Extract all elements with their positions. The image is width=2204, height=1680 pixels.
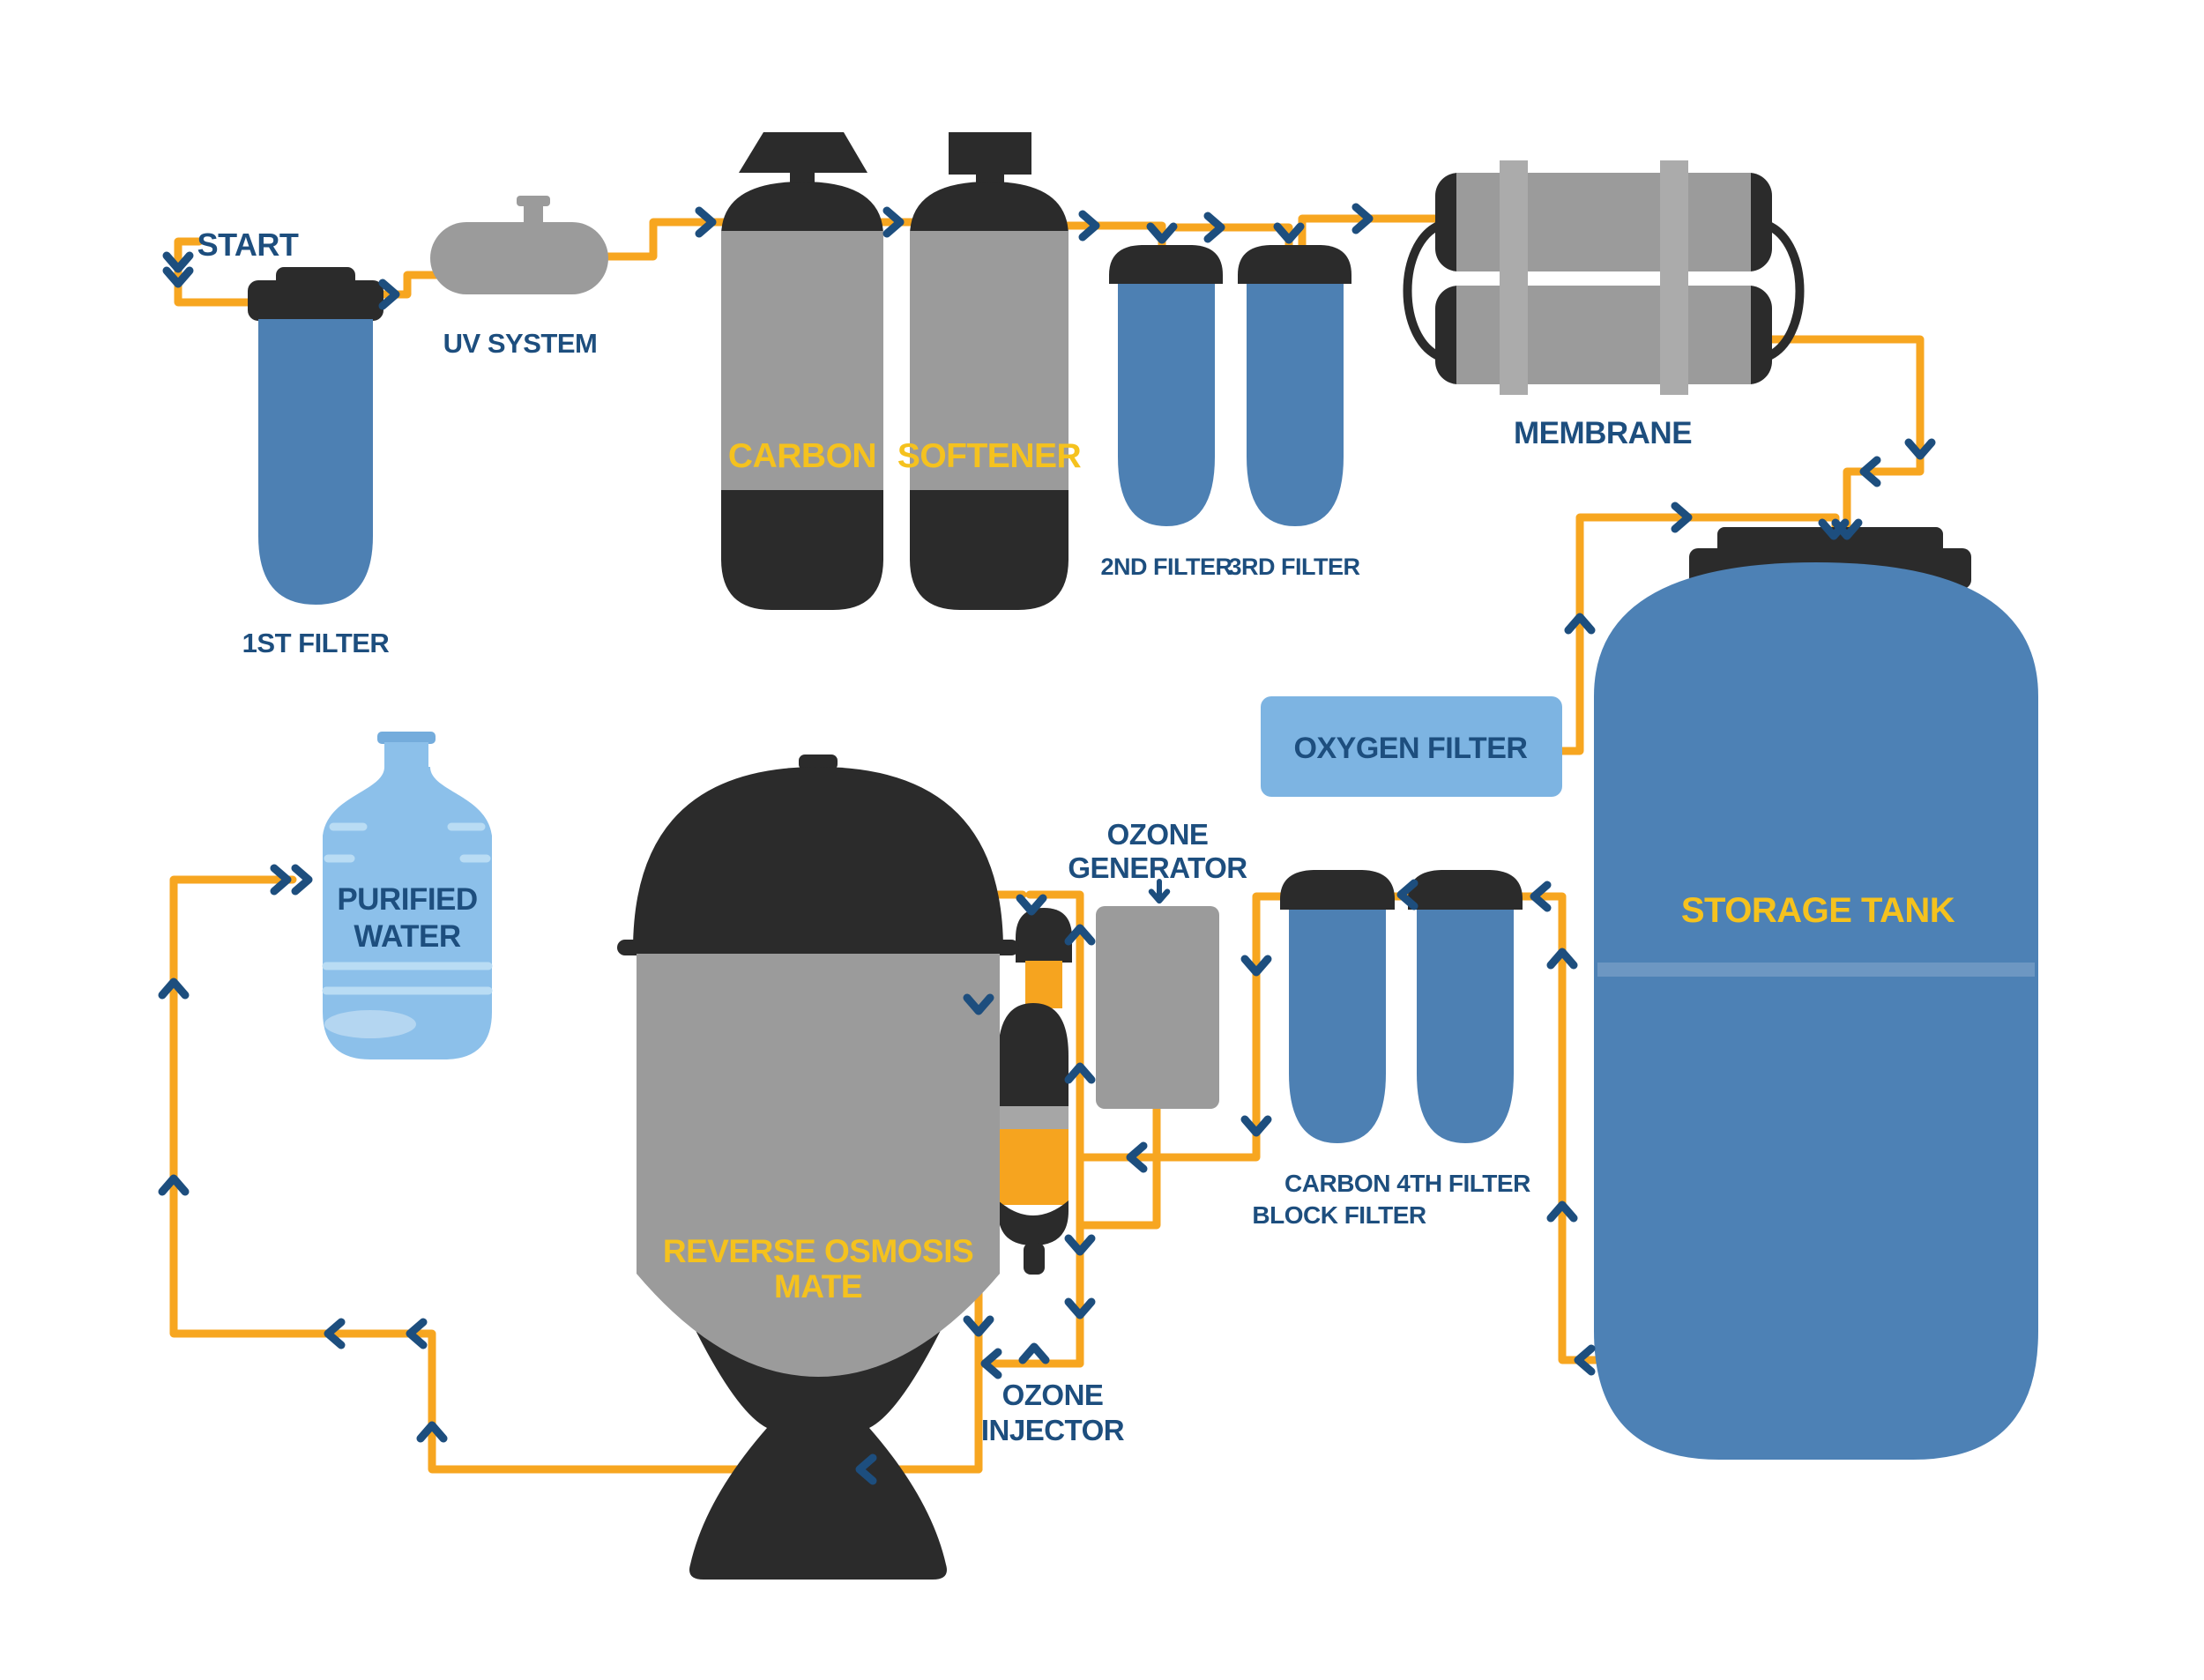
ozone-generator-box <box>1096 906 1219 1109</box>
bottle-highlight <box>324 1010 416 1038</box>
first-filter <box>248 267 383 605</box>
ro-dome-rim <box>617 940 1019 955</box>
softener-cap <box>949 132 1031 175</box>
carbon-body <box>721 231 883 494</box>
injector-bottom-stem <box>1024 1243 1045 1275</box>
softener-tank <box>910 132 1068 610</box>
purified-water-bottle <box>322 732 493 1059</box>
second-filter <box>1109 245 1223 526</box>
reverse-osmosis-label-1: REVERSE OSMOSIS <box>663 1233 973 1269</box>
carbon-block-filter <box>1280 870 1395 1143</box>
first-filter-cap <box>248 280 383 321</box>
uv-system-label: UV SYSTEM <box>443 328 598 359</box>
second-filter-cap <box>1109 245 1223 284</box>
pipe-injector-riser <box>1025 890 1084 1368</box>
bottle-lip <box>377 732 436 744</box>
pipe-second-to-third-filter <box>1172 223 1293 256</box>
carbon-label: CARBON <box>728 437 876 475</box>
fourth-filter-cap <box>1408 870 1523 910</box>
ozone-injector-label-2: INJECTOR <box>981 1414 1125 1446</box>
injector-band <box>998 1106 1068 1131</box>
softener-label: SOFTENER <box>897 437 1082 475</box>
softener-base <box>910 490 1068 610</box>
fourth-filter <box>1408 870 1523 1143</box>
oxygen-filter-box <box>1261 696 1562 797</box>
carbon-block-filter-cap <box>1280 870 1395 910</box>
ro-top-nub <box>799 755 838 770</box>
reverse-osmosis-label-2: MATE <box>774 1268 862 1305</box>
injector-body-bottom <box>998 1201 1068 1245</box>
first-filter-label: 1ST FILTER <box>242 628 390 658</box>
storage-tank-body <box>1594 562 2038 1460</box>
pipe-membrane-to-storage-tank <box>1759 335 1925 547</box>
reverse-osmosis-tank <box>617 755 1019 1580</box>
membrane-strap-left <box>1500 160 1528 395</box>
ozone-generator-label-2: GENERATOR <box>1068 851 1247 884</box>
softener-dome <box>910 182 1068 238</box>
injector-chamber <box>998 1129 1068 1205</box>
membrane-bracket-right <box>1762 220 1805 361</box>
pipe-generator-outlet <box>1079 1102 1161 1230</box>
membrane-strap-right <box>1660 160 1688 395</box>
uv-system <box>430 196 608 294</box>
uv-body <box>430 222 608 294</box>
carbon-block-label-1: CARBON <box>1284 1170 1390 1197</box>
oxygen-filter-label: OXYGEN FILTER <box>1294 732 1528 765</box>
flow-arrow-right-icon <box>295 868 309 891</box>
injector-body-top <box>998 1003 1068 1109</box>
ro-base <box>679 1296 957 1580</box>
carbon-dome <box>721 182 883 238</box>
carbon-cap <box>739 132 867 173</box>
fourth-filter-body <box>1417 910 1514 1143</box>
membrane-unit <box>1403 160 1805 395</box>
pipe-third-filter-to-membrane <box>1298 214 1450 255</box>
flow-arrows <box>162 207 1932 1481</box>
membrane-label: MEMBRANE <box>1514 416 1692 450</box>
injector-top-cap <box>1016 908 1072 963</box>
purified-water-label-1: PURIFIED <box>337 882 477 917</box>
uv-nozzle-stem <box>524 203 543 227</box>
ro-dome <box>633 767 1003 950</box>
bottle-body <box>323 767 492 1059</box>
ro-body <box>637 954 1000 1377</box>
carbon-block-filter-body <box>1289 910 1386 1143</box>
flow-arrow-up-icon <box>1023 1347 1046 1360</box>
storage-tank <box>1594 527 2038 1460</box>
bottle-neck <box>384 742 428 770</box>
carbon-block-label-2: BLOCK FILTER <box>1252 1201 1426 1229</box>
storage-tank-label: STORAGE TANK <box>1681 891 1955 930</box>
labels: START 1ST FILTER UV SYSTEM CARBON SOFTEN… <box>197 227 1956 1446</box>
second-filter-label: 2ND FILTER <box>1101 554 1232 580</box>
second-filter-body <box>1118 284 1215 526</box>
ozone-injector <box>998 908 1072 1275</box>
third-filter <box>1238 245 1351 526</box>
third-filter-cap <box>1238 245 1351 284</box>
fourth-filter-label: 4TH FILTER <box>1396 1170 1530 1197</box>
carbon-tank <box>721 132 883 610</box>
ozone-injector-label-1: OZONE <box>1002 1379 1104 1411</box>
membrane-bracket-left <box>1403 220 1445 361</box>
first-filter-body <box>258 319 373 605</box>
carbon-base <box>721 490 883 610</box>
pipe-to-purified-water <box>169 875 983 1474</box>
injector-neck <box>1025 961 1062 1008</box>
start-label: START <box>197 227 299 263</box>
softener-body <box>910 231 1068 494</box>
third-filter-body <box>1247 284 1344 526</box>
purified-water-label-2: WATER <box>354 919 461 954</box>
third-filter-label: 3RD FILTER <box>1229 554 1360 580</box>
pipe-uv-to-carbon <box>602 218 741 261</box>
ozone-generator-label-1: OZONE <box>1107 818 1209 851</box>
